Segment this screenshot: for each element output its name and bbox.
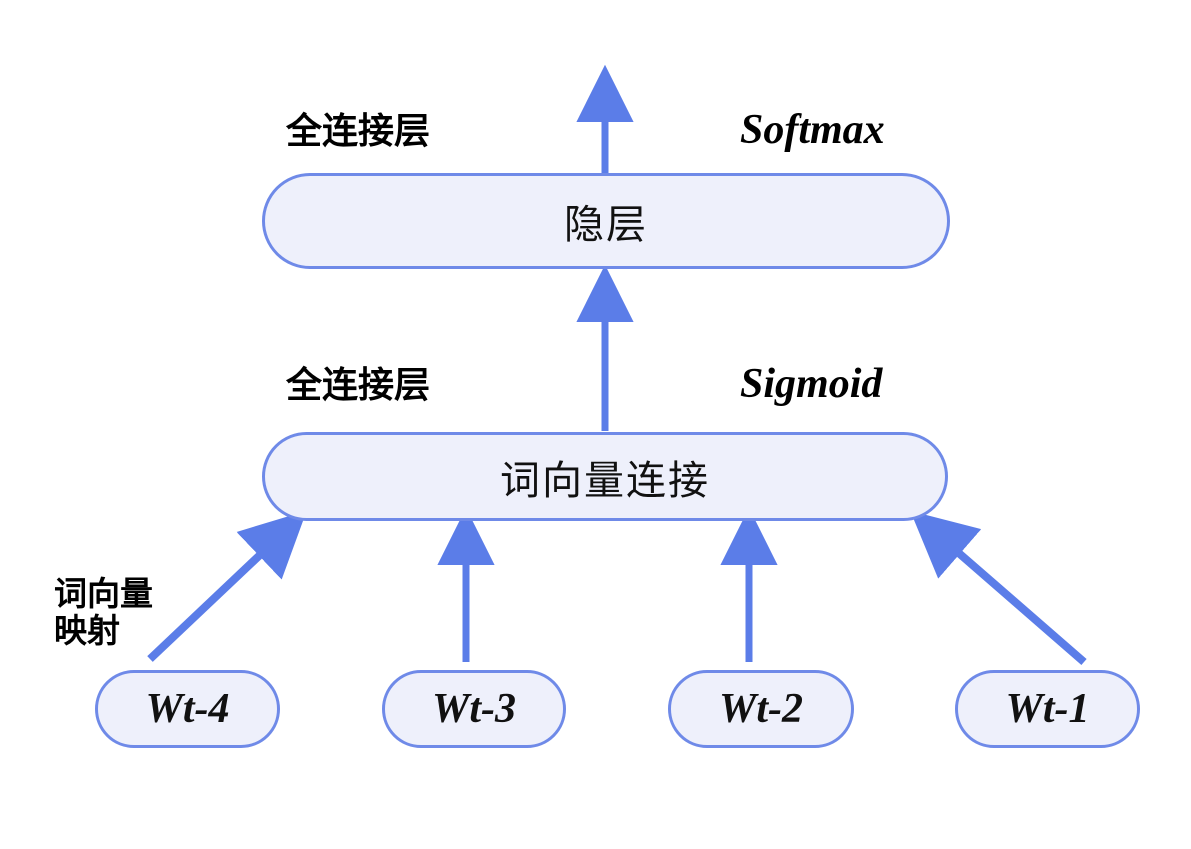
concat-layer-label: 词向量连接 [500,458,710,503]
edge-wt1-to-concat [910,510,1087,666]
word-node-wt1-label: Wt-1 [1005,686,1090,732]
annotation-embedding-map: 词向量 映射 [54,575,153,649]
word-node-wt4[interactable]: Wt-4 [95,670,280,748]
hidden-layer-label: 隐层 [564,203,648,247]
word-node-wt2[interactable]: Wt-2 [668,670,854,748]
edge-wt4-to-concat [147,510,307,662]
annotation-softmax: Softmax [740,107,885,153]
word-node-wt4-label: Wt-4 [145,686,230,732]
annotation-sigmoid: Sigmoid [740,361,883,407]
word-node-wt3[interactable]: Wt-3 [382,670,566,748]
hidden-layer-node[interactable]: 隐层 [262,173,950,269]
word-node-wt2-label: Wt-2 [719,686,803,732]
concat-layer-node[interactable]: 词向量连接 [262,432,948,521]
annotation-fc-top: 全连接层 [286,110,431,151]
word-node-wt1[interactable]: Wt-1 [955,670,1140,748]
annotation-fc-mid: 全连接层 [286,364,431,405]
word-node-wt3-label: Wt-3 [432,686,516,732]
